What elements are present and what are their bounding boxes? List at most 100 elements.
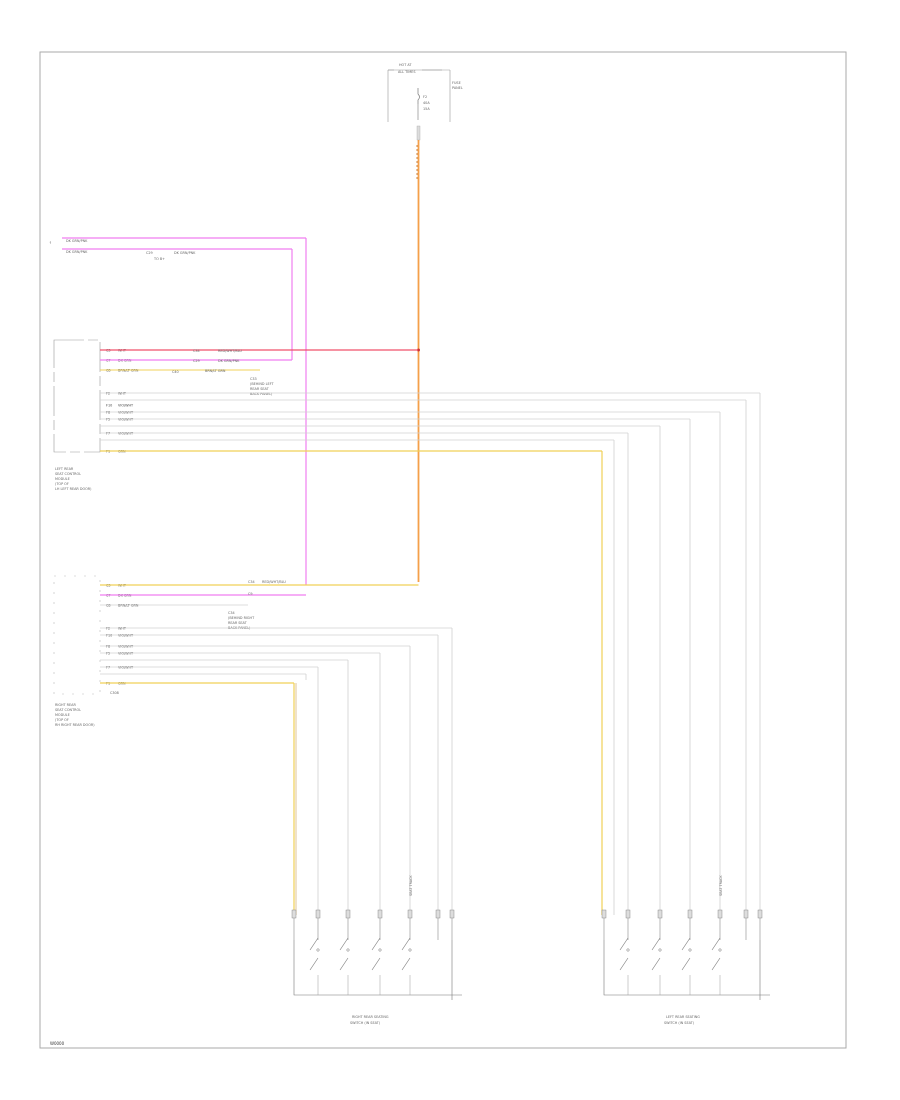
lower-seat-module: C3WHTC7DK GRNC8BRN/LT GRNF2WHTF10VIO/WHT… <box>53 575 453 915</box>
switch-contact <box>401 937 411 951</box>
switch-body <box>603 940 770 996</box>
pin-number: F10 <box>106 404 112 408</box>
lower-module-pin-list: C3WHTC7DK GRNC8BRN/LT GRNF2WHTF10VIO/WHT… <box>106 584 139 686</box>
fuse-box-title-2: ALL TIMES <box>398 70 415 74</box>
switch-contact <box>339 937 349 951</box>
switch-contact <box>619 957 629 971</box>
switch-terminal <box>378 948 382 952</box>
switch-contact <box>651 957 661 971</box>
switch-connector <box>743 909 749 919</box>
top-wire-color-1: DK GRN/PNK <box>66 239 88 243</box>
left-switch-label-1: LEFT REAR SEATING <box>666 1015 700 1019</box>
switch-connector <box>657 909 663 919</box>
fuse-box-title-1: HOT AT <box>399 63 412 67</box>
switch-terminal <box>346 948 350 952</box>
module-note-line: (BEHIND LEFT <box>250 382 274 386</box>
pin-wire-color: VIO/WHT <box>118 411 134 415</box>
module-note-line: REAR SEAT <box>228 621 248 625</box>
fuse-label-2: PANEL <box>452 86 463 90</box>
module-note-line: C33 <box>250 377 257 381</box>
top-wire-ref: C29 <box>146 251 153 255</box>
module-note-line: BACK PANEL) <box>250 392 273 396</box>
module-name-line: LEFT REAR <box>55 467 74 471</box>
switch-connector <box>377 909 383 919</box>
pin-number: C8 <box>106 604 111 608</box>
module-name-line: (TOP OF <box>55 482 69 486</box>
module-name-line: LH LEFT REAR DOOR) <box>55 487 92 491</box>
fuse-value-2: 40A <box>423 101 430 105</box>
diagram-corner-label: W0000 <box>50 1041 65 1046</box>
switch-terminal <box>718 948 722 952</box>
lower-splice-1-color: RED/WHT/BLU <box>262 580 286 584</box>
switch-contact <box>681 957 691 971</box>
lower-splice-1: C34 <box>248 580 255 584</box>
pin-wire-color: VIO/WHT <box>118 404 134 408</box>
pin-wire-color: WHT <box>118 627 127 631</box>
switch-contact <box>711 937 721 951</box>
top-pink-wires: DK GRN/PNK DK GRN/PNK C29 DK GRN/PNK TO … <box>49 237 307 585</box>
upper-splice-2: C29 <box>193 359 200 363</box>
fuse-label: FUSE <box>452 81 461 85</box>
top-wire-ref-color: DK GRN/PNK <box>174 251 196 255</box>
upper-splice-3-color: BRN/LT GRN <box>205 369 226 373</box>
switch-terminal <box>408 948 412 952</box>
switch-terminal <box>626 948 630 952</box>
right-switch-label-1: RIGHT REAR SEATING <box>352 1015 389 1019</box>
left-rear-seating-switch: SEAT TRACK LEFT REAR SEATING SWITCH (IN … <box>601 875 770 1025</box>
right-rear-seating-switch: SEAT TRACK RIGHT REAR SEATING SWITCH (IN… <box>291 875 462 1025</box>
switch-contact <box>401 957 411 971</box>
switch-contact <box>371 937 381 951</box>
switch-contact <box>309 957 319 971</box>
upper-module-pin-list: C3WHTC7DK GRNC8BRN/LT GRNF2WHTF10VIO/WHT… <box>106 349 139 454</box>
fuse-box: HOT AT ALL TIMES FUSE PANEL F2 40A 15A <box>387 63 463 123</box>
pin-number: F7 <box>106 666 110 670</box>
left-switch-label-2: SWITCH (IN SEAT) <box>664 1021 695 1025</box>
switch-connector <box>717 909 723 919</box>
switch-terminal <box>658 948 662 952</box>
pin-wire-color: WHT <box>118 392 127 396</box>
upper-splice-3: C40 <box>172 370 179 374</box>
switch-connector <box>407 909 413 919</box>
module-name-line: RH RIGHT REAR DOOR) <box>55 723 95 727</box>
top-wire-color-2: DK GRN/PNK <box>66 250 88 254</box>
pin-wire-color: VIO/WHT <box>118 432 134 436</box>
switch-connector <box>315 909 321 919</box>
pin-number: F8 <box>106 645 110 649</box>
module-name-line: RIGHT REAR <box>55 703 76 707</box>
pin-number: F7 <box>106 432 110 436</box>
main-feed-wire <box>416 125 421 582</box>
switch-connector <box>687 909 693 919</box>
pin-wire-color: BRN/LT GRN <box>118 604 139 608</box>
fuse-value-1: F2 <box>423 95 427 99</box>
module-name-line: SEAT CONTROL <box>55 708 81 712</box>
top-wire-arrow-1: ↑ <box>49 241 52 245</box>
diagram-frame <box>39 51 847 1049</box>
pin-wire-color: VIO/WHT <box>118 652 134 656</box>
pin-number: F2 <box>106 627 110 631</box>
switch-contact <box>371 957 381 971</box>
switch-contact <box>651 937 661 951</box>
left-switch-top-label: SEAT TRACK <box>719 875 723 896</box>
pin-number: F2 <box>106 392 110 396</box>
module-note-line: REAR SEAT <box>250 387 270 391</box>
module-note-line: (BEHIND RIGHT <box>228 616 255 620</box>
pin-wire-color: VIO/WHT <box>118 634 134 638</box>
pin-number: F5 <box>106 418 110 422</box>
module-name-line: MODULE <box>55 477 70 481</box>
module-name-line: MODULE <box>55 713 70 717</box>
module-note-line: C34 <box>228 611 235 615</box>
pin-wire-color: VIO/WHT <box>118 645 134 649</box>
switch-connector <box>291 909 297 919</box>
lower-splice-2: C9 <box>248 592 253 596</box>
right-switch-label-2: SWITCH (IN SEAT) <box>350 1021 381 1025</box>
switch-connector <box>601 909 607 919</box>
switch-terminal <box>688 948 692 952</box>
switch-connector <box>449 909 455 919</box>
switch-contact <box>339 957 349 971</box>
right-switch-top-label: SEAT TRACK <box>409 875 413 896</box>
switch-contact <box>711 957 721 971</box>
module-name-line: SEAT CONTROL <box>55 472 81 476</box>
switch-connector <box>435 909 441 919</box>
